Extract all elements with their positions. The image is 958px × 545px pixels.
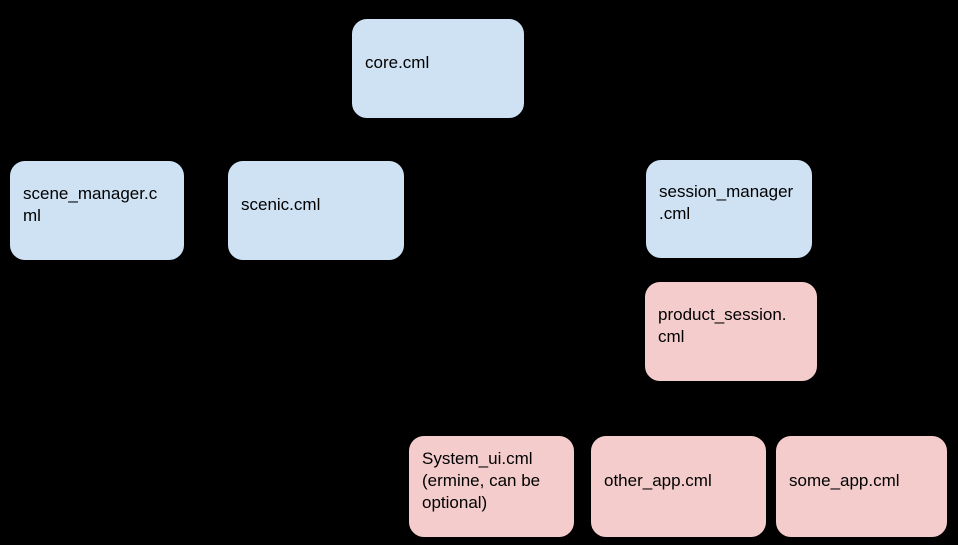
node-core-cml: core.cml (351, 18, 525, 119)
node-scenic-cml-label: scenic.cml (241, 194, 321, 214)
node-product-session-cml-label: product_session. cml (658, 304, 787, 346)
node-system-ui-cml: System_ui.cml (ermine, can be optional) (408, 435, 575, 538)
node-other-app-cml: other_app.cml (590, 435, 767, 538)
node-core-cml-label: core.cml (365, 52, 430, 72)
node-other-app-cml-label: other_app.cml (604, 470, 712, 490)
node-some-app-cml-label: some_app.cml (789, 470, 900, 490)
node-system-ui-cml-label: System_ui.cml (ermine, can be optional) (422, 448, 541, 512)
node-scene-manager-cml: scene_manager.c ml (9, 160, 185, 261)
node-session-manager-cml-label: session_manager .cml (659, 182, 794, 223)
node-some-app-cml: some_app.cml (775, 435, 948, 538)
node-scenic-cml: scenic.cml (227, 160, 405, 261)
node-session-manager-cml: session_manager .cml (645, 159, 813, 259)
node-product-session-cml: product_session. cml (644, 281, 818, 382)
node-scene-manager-cml-label: scene_manager.c ml (23, 183, 158, 225)
